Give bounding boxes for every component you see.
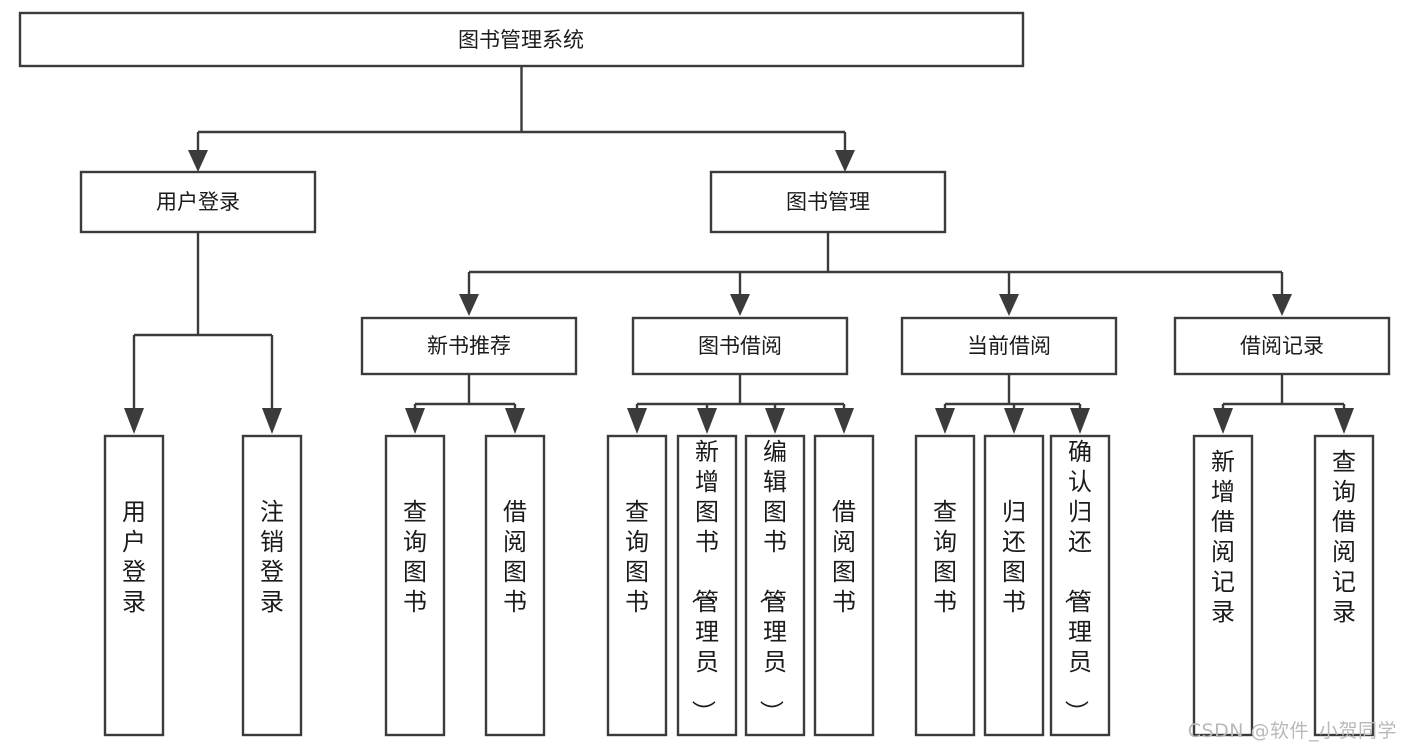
node-current-borrow-label: 当前借阅 <box>967 334 1051 358</box>
arrow-root-to-user-login <box>188 150 208 172</box>
node-leaf-query-record-box[interactable] <box>1313 434 1375 737</box>
node-book-manage-box[interactable] <box>709 170 947 234</box>
connector-book-borrow-bus <box>635 374 846 416</box>
node-leaf-query-book-3-label: 查询图书 <box>933 498 957 616</box>
arrow-borrow-record-to-add-record <box>1213 408 1233 434</box>
node-book-borrow-label: 图书借阅 <box>698 334 782 358</box>
node-leaf-query-book-3-box[interactable] <box>914 434 976 737</box>
node-user-login-box[interactable] <box>79 170 317 234</box>
node-leaf-add-book-label: 新增图书（管理员） <box>689 438 719 724</box>
leaf-nodes-layer: 用户登录 注销登录 查询图书 借阅图书 查询图书 新 <box>103 434 1375 737</box>
arrow-book-borrow-to-edit-book <box>765 408 785 434</box>
node-book-manage[interactable]: 图书管理 <box>709 170 947 234</box>
arrow-user-login-to-leaf-logout <box>262 408 282 434</box>
node-leaf-edit-book-label: 编辑图书（管理员） <box>757 438 787 724</box>
node-leaf-logout-box[interactable] <box>241 434 303 737</box>
node-borrow-record-box[interactable] <box>1173 316 1391 376</box>
arrow-book-borrow-to-borrow-book <box>834 408 854 434</box>
arrow-new-book-rec-to-borrow-book <box>505 408 525 434</box>
node-leaf-query-record[interactable]: 查询借阅记录 <box>1313 434 1375 737</box>
node-leaf-edit-book-box[interactable] <box>744 434 806 737</box>
node-leaf-borrow-book-2-box[interactable] <box>813 434 875 737</box>
node-current-borrow-box[interactable] <box>900 316 1118 376</box>
arrow-user-login-to-leaf-user-login <box>124 408 144 434</box>
node-book-borrow[interactable]: 图书借阅 <box>631 316 849 376</box>
connector-book-manage-bus <box>467 232 1284 302</box>
arrow-book-manage-to-borrow-record <box>1272 294 1292 316</box>
node-new-book-rec-label: 新书推荐 <box>427 334 511 358</box>
arrow-current-borrow-to-query-book <box>935 408 955 434</box>
arrow-new-book-rec-to-query-book <box>405 408 425 434</box>
connectors-layer <box>124 66 1354 434</box>
arrow-borrow-record-to-query-record <box>1334 408 1354 434</box>
node-leaf-user-login-label: 用户登录 <box>122 498 146 616</box>
connector-user-login-bus <box>132 232 274 416</box>
node-leaf-query-record-label: 查询借阅记录 <box>1332 448 1356 626</box>
node-new-book-rec-box[interactable] <box>360 316 578 376</box>
arrow-book-manage-to-new-book-rec <box>459 294 479 316</box>
node-current-borrow[interactable]: 当前借阅 <box>900 316 1118 376</box>
connector-borrow-record-bus <box>1221 374 1346 416</box>
node-book-borrow-box[interactable] <box>631 316 849 376</box>
node-leaf-user-login[interactable]: 用户登录 <box>103 434 165 737</box>
arrow-book-manage-to-current-borrow <box>999 294 1019 316</box>
node-leaf-user-login-box[interactable] <box>103 434 165 737</box>
node-leaf-borrow-book-2-label: 借阅图书 <box>832 498 856 616</box>
node-leaf-borrow-book-2[interactable]: 借阅图书 <box>813 434 875 737</box>
node-borrow-record-label: 借阅记录 <box>1240 334 1324 358</box>
node-borrow-record[interactable]: 借阅记录 <box>1173 316 1391 376</box>
node-leaf-query-book-1-label: 查询图书 <box>403 498 427 616</box>
connector-root-bus <box>196 66 847 158</box>
node-leaf-query-book-3[interactable]: 查询图书 <box>914 434 976 737</box>
node-root-box[interactable] <box>18 11 1025 68</box>
node-leaf-confirm-return[interactable]: 确认归还（管理员） <box>1049 434 1111 737</box>
node-root[interactable]: 图书管理系统 <box>18 11 1025 68</box>
node-user-login-label: 用户登录 <box>156 190 240 214</box>
node-leaf-query-book-1[interactable]: 查询图书 <box>384 434 446 737</box>
node-leaf-query-book-2-label: 查询图书 <box>625 498 649 616</box>
arrow-book-borrow-to-add-book <box>697 408 717 434</box>
node-user-login[interactable]: 用户登录 <box>79 170 317 234</box>
node-leaf-confirm-return-box[interactable] <box>1049 434 1111 737</box>
node-leaf-add-book[interactable]: 新增图书（管理员） <box>676 434 738 737</box>
node-leaf-borrow-book-1[interactable]: 借阅图书 <box>484 434 546 737</box>
node-leaf-add-record-box[interactable] <box>1192 434 1254 737</box>
node-leaf-query-book-2-box[interactable] <box>606 434 668 737</box>
node-leaf-return-book-box[interactable] <box>983 434 1045 737</box>
node-leaf-return-book-label: 归还图书 <box>1002 498 1026 616</box>
node-leaf-logout-label: 注销登录 <box>260 498 284 616</box>
node-leaf-return-book[interactable]: 归还图书 <box>983 434 1045 737</box>
node-leaf-borrow-book-1-box[interactable] <box>484 434 546 737</box>
arrow-current-borrow-to-return-book <box>1004 408 1024 434</box>
arrow-current-borrow-to-confirm-return <box>1070 408 1090 434</box>
node-leaf-add-record-label: 新增借阅记录 <box>1211 448 1235 626</box>
arrow-root-to-book-manage <box>835 150 855 172</box>
node-leaf-borrow-book-1-label: 借阅图书 <box>503 498 527 616</box>
connector-new-book-rec-bus <box>413 374 517 416</box>
node-book-manage-label: 图书管理 <box>786 190 870 214</box>
arrow-book-manage-to-book-borrow <box>730 294 750 316</box>
node-leaf-add-book-box[interactable] <box>676 434 738 737</box>
node-leaf-edit-book[interactable]: 编辑图书（管理员） <box>744 434 806 737</box>
node-leaf-confirm-return-label: 确认归还（管理员） <box>1062 438 1092 724</box>
node-root-label: 图书管理系统 <box>458 28 584 52</box>
node-leaf-add-record[interactable]: 新增借阅记录 <box>1192 434 1254 737</box>
node-leaf-logout[interactable]: 注销登录 <box>241 434 303 737</box>
node-leaf-query-book-2[interactable]: 查询图书 <box>606 434 668 737</box>
node-new-book-rec[interactable]: 新书推荐 <box>360 316 578 376</box>
arrow-book-borrow-to-query-book <box>627 408 647 434</box>
node-leaf-query-book-1-box[interactable] <box>384 434 446 737</box>
